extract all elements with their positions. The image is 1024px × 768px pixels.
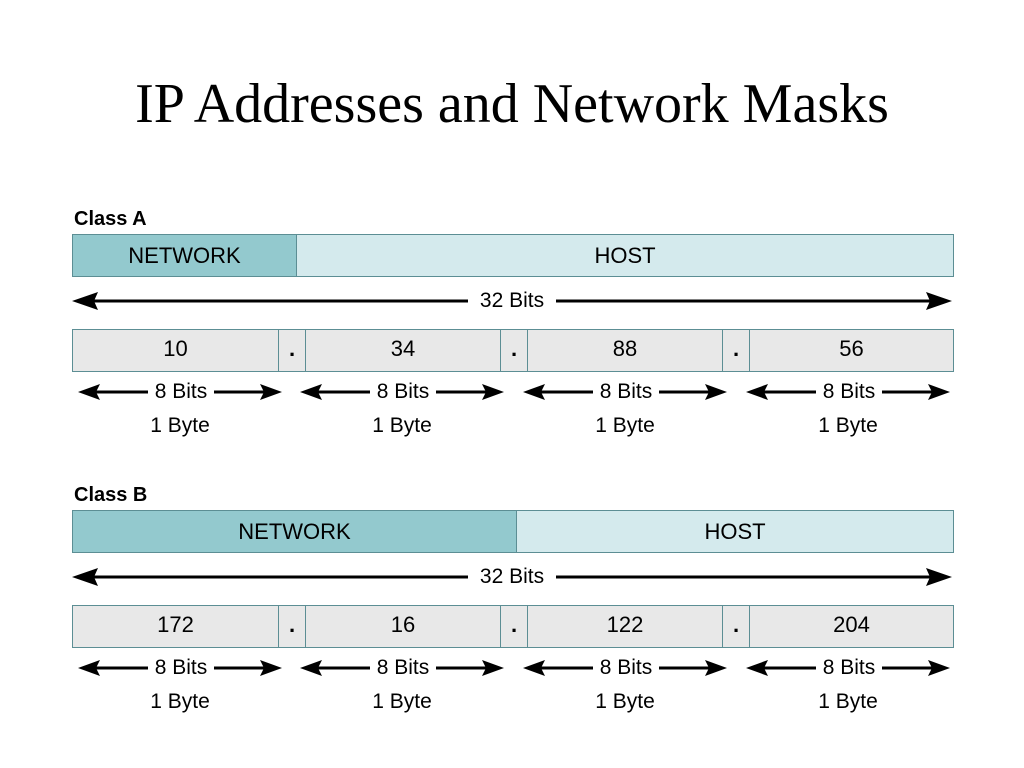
network-segment: NETWORK bbox=[73, 511, 517, 552]
octet-3: 88 bbox=[612, 336, 638, 361]
8-bits-label: 8 Bits bbox=[816, 379, 882, 405]
address-bar: NETWORK HOST bbox=[72, 234, 954, 277]
8-bits-label: 8 Bits bbox=[816, 655, 882, 681]
8-bits-label: 8 Bits bbox=[148, 655, 214, 681]
dot-separator: . bbox=[722, 606, 750, 647]
address-bar: NETWORK HOST bbox=[72, 510, 954, 553]
byte-size-4: 8 Bits 1 Byte bbox=[746, 377, 950, 447]
byte-size-4: 8 Bits 1 Byte bbox=[746, 653, 950, 723]
8-bits-label: 8 Bits bbox=[593, 655, 659, 681]
octet-row: 10 . 34 . 88 . 56 bbox=[72, 329, 954, 372]
byte-size-3: 8 Bits 1 Byte bbox=[523, 653, 727, 723]
dot-separator: . bbox=[500, 330, 528, 371]
dot-separator: . bbox=[722, 330, 750, 371]
host-segment: HOST bbox=[594, 243, 656, 268]
octet-3: 122 bbox=[606, 612, 644, 637]
32-bits-label: 32 Bits bbox=[468, 562, 556, 592]
1-byte-label: 1 Byte bbox=[372, 690, 432, 713]
octet-4: 56 bbox=[839, 336, 864, 361]
byte-size-1: 8 Bits 1 Byte bbox=[78, 653, 282, 723]
8-bits-label: 8 Bits bbox=[370, 379, 436, 405]
octet-1: 10 bbox=[163, 336, 188, 361]
network-segment: NETWORK bbox=[73, 235, 297, 276]
octet-1: 172 bbox=[157, 612, 194, 637]
dot-separator: . bbox=[500, 606, 528, 647]
octet-2: 16 bbox=[390, 612, 416, 637]
byte-size-2: 8 Bits 1 Byte bbox=[300, 377, 504, 447]
1-byte-label: 1 Byte bbox=[818, 414, 878, 437]
32-bits-label: 32 Bits bbox=[468, 286, 556, 316]
host-segment: HOST bbox=[704, 519, 766, 544]
class-label: Class B bbox=[74, 484, 148, 506]
octet-4: 204 bbox=[833, 612, 870, 637]
1-byte-label: 1 Byte bbox=[595, 690, 655, 713]
1-byte-label: 1 Byte bbox=[150, 690, 210, 713]
dot-separator: . bbox=[278, 330, 306, 371]
1-byte-label: 1 Byte bbox=[595, 414, 655, 437]
1-byte-label: 1 Byte bbox=[150, 414, 210, 437]
octet-row: 172 . 16 . 122 . 204 bbox=[72, 605, 954, 648]
dot-separator: . bbox=[278, 606, 306, 647]
byte-size-3: 8 Bits 1 Byte bbox=[523, 377, 727, 447]
byte-size-2: 8 Bits 1 Byte bbox=[300, 653, 504, 723]
8-bits-label: 8 Bits bbox=[148, 379, 214, 405]
octet-2: 34 bbox=[390, 336, 416, 361]
1-byte-label: 1 Byte bbox=[372, 414, 432, 437]
8-bits-label: 8 Bits bbox=[593, 379, 659, 405]
8-bits-label: 8 Bits bbox=[370, 655, 436, 681]
byte-size-1: 8 Bits 1 Byte bbox=[78, 377, 282, 447]
1-byte-label: 1 Byte bbox=[818, 690, 878, 713]
page-title: IP Addresses and Network Masks bbox=[135, 73, 889, 135]
class-label: Class A bbox=[74, 208, 147, 230]
